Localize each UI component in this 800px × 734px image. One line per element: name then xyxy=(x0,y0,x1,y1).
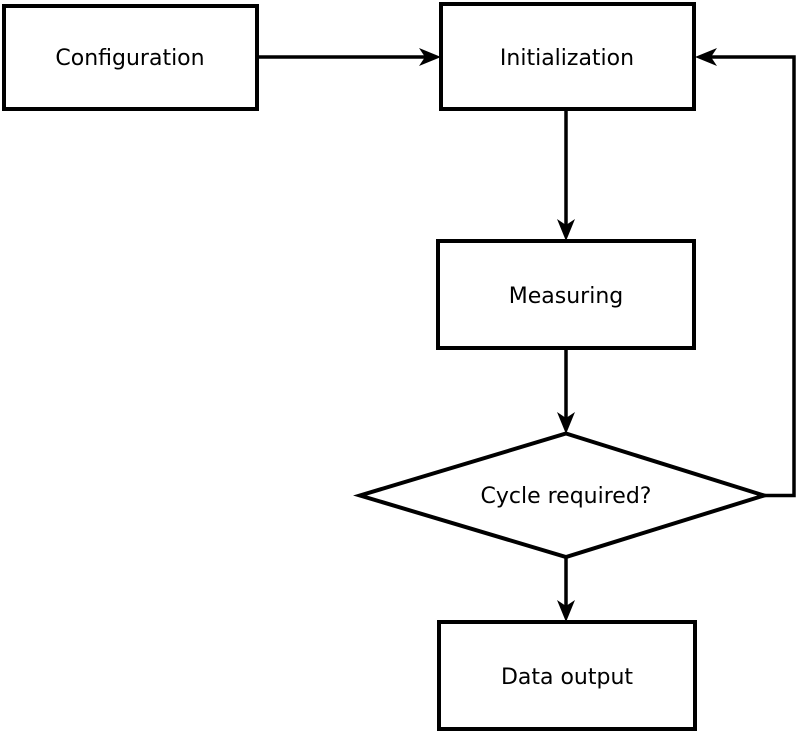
edge-cycle-required-to-data-output-arrowhead xyxy=(557,600,575,622)
edge-initialization-to-measuring-arrowhead xyxy=(557,219,575,241)
edge-configuration-to-initialization-arrowhead xyxy=(419,48,441,66)
edge-cycle-required-to-initialization-feedback xyxy=(711,55,796,498)
node-measuring-label: Measuring xyxy=(509,284,623,309)
node-initialization-label: Initialization xyxy=(500,46,634,71)
edge-cycle-required-to-initialization-arrowhead xyxy=(695,48,717,66)
node-cycle-required xyxy=(353,431,771,560)
node-measuring xyxy=(436,239,696,350)
node-initialization xyxy=(439,2,696,111)
node-data-output-label: Data output xyxy=(501,665,633,690)
node-configuration xyxy=(2,4,259,111)
edge-measuring-to-cycle-required-arrowhead xyxy=(557,412,575,434)
node-data-output xyxy=(437,620,697,731)
node-cycle-required-label: Cycle required? xyxy=(481,484,652,509)
node-configuration-label: Configuration xyxy=(55,46,204,71)
